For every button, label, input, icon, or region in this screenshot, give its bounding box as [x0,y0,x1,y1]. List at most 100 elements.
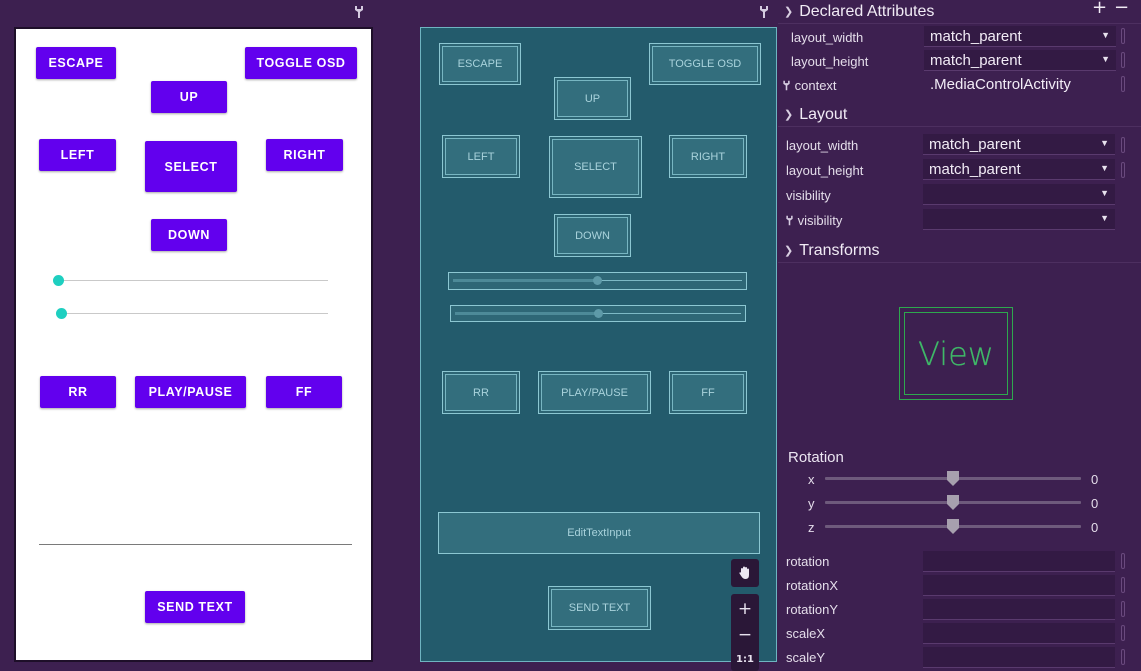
seekbar-thumb[interactable] [56,308,67,319]
attr-scrollbar[interactable] [1121,649,1125,665]
seekbar-track[interactable] [58,280,328,281]
left-button[interactable]: LEFT [39,139,116,171]
toggle-osd-button[interactable]: TOGGLE OSD [649,43,761,85]
text-input[interactable] [39,544,352,545]
attr-name: rotationX [786,578,839,593]
send-text-button[interactable]: SEND TEXT [548,586,651,630]
rotation-value: 0 [1091,496,1099,511]
wrench-icon[interactable] [759,5,769,19]
attr-name: visibility [786,188,831,203]
fast-forward-button[interactable]: FF [669,371,747,414]
escape-button[interactable]: ESCAPE [36,47,116,79]
chevron-down-icon[interactable]: ❯ [784,245,794,257]
seekbar[interactable] [448,272,747,290]
transforms-header[interactable]: ❯ Transforms [778,239,1141,263]
dropdown-arrow-icon: ▼ [1101,54,1110,64]
wrench-icon [783,80,790,91]
attr-name: rotationY [786,602,839,617]
attr-value-dropdown[interactable]: match_parent ▼ [923,134,1115,155]
rotation-x-thumb[interactable] [947,471,959,486]
attr-scrollbar[interactable] [1121,137,1125,153]
attr-scrollbar[interactable] [1121,52,1125,68]
rotation-input[interactable] [923,551,1115,572]
send-text-button[interactable]: SEND TEXT [145,591,245,623]
chevron-down-icon[interactable]: ❯ [784,109,794,121]
seekbar-track[interactable] [61,313,328,314]
design-preview[interactable]: ESCAPE TOGGLE OSD UP LEFT SELECT RIGHT D… [14,27,373,662]
attr-name: scaleX [786,626,826,641]
attr-scrollbar[interactable] [1121,162,1125,178]
attr-value[interactable]: .MediaControlActivity [930,76,1071,93]
remove-attribute-button[interactable]: − [1114,0,1130,18]
seekbar-thumb[interactable] [53,275,64,286]
layout-header[interactable]: ❯ Layout [778,103,1141,127]
play-pause-button[interactable]: PLAY/PAUSE [135,376,246,408]
rotation-z-thumb[interactable] [947,519,959,534]
section-title: Declared Attributes [799,2,935,20]
scale-y-input[interactable] [923,647,1115,668]
attr-scrollbar[interactable] [1121,577,1125,593]
attr-name: scaleY [786,650,826,665]
escape-button[interactable]: ESCAPE [439,43,521,85]
attr-value-dropdown[interactable]: match_parent ▼ [924,26,1116,47]
zoom-in-button[interactable]: + [737,599,753,619]
play-pause-button[interactable]: PLAY/PAUSE [538,371,651,414]
blueprint-preview[interactable]: ESCAPE TOGGLE OSD UP LEFT SELECT RIGHT D… [420,27,777,662]
down-button[interactable]: DOWN [554,214,631,257]
pan-hand-icon[interactable] [731,559,759,587]
wrench-icon[interactable] [354,5,364,19]
dropdown-arrow-icon: ▼ [1100,188,1109,198]
right-button[interactable]: RIGHT [669,135,747,178]
attr-name-context: context [782,78,837,93]
wrench-icon [786,215,793,226]
attr-name: layout_width [786,138,859,153]
section-title: Layout [799,105,848,123]
transform-preview: View [899,307,1013,400]
attr-scrollbar[interactable] [1121,76,1125,92]
rotation-axis-label: x [808,472,815,487]
attr-scrollbar[interactable] [1121,553,1125,569]
attr-value-dropdown[interactable]: ▼ [923,184,1115,205]
zoom-out-button[interactable]: − [737,625,753,645]
dropdown-arrow-icon: ▼ [1100,138,1109,148]
attr-name: rotation [786,554,830,569]
attr-value-dropdown[interactable]: match_parent ▼ [924,50,1116,71]
rotation-value: 0 [1091,520,1099,535]
attr-scrollbar[interactable] [1121,625,1125,641]
chevron-down-icon[interactable]: ❯ [784,6,794,18]
seekbar[interactable] [450,305,746,322]
rotation-axis-label: z [808,520,815,535]
attr-value-dropdown[interactable]: match_parent ▼ [923,159,1115,180]
right-button[interactable]: RIGHT [266,139,343,171]
rewind-button[interactable]: RR [40,376,116,408]
toggle-osd-button[interactable]: TOGGLE OSD [245,47,357,79]
seekbar-progress [455,312,598,315]
attr-scrollbar[interactable] [1121,601,1125,617]
down-button[interactable]: DOWN [151,219,227,251]
attr-name: layout_height [786,163,864,178]
attr-name-visibility-tools: visibility [785,213,842,228]
attr-value-dropdown[interactable]: ▼ [923,209,1115,230]
dropdown-arrow-icon: ▼ [1101,30,1110,40]
rewind-button[interactable]: RR [442,371,520,414]
seekbar-progress [453,279,598,282]
select-button[interactable]: SELECT [145,141,237,192]
attr-scrollbar[interactable] [1121,28,1125,44]
fast-forward-button[interactable]: FF [266,376,342,408]
scale-x-input[interactable] [923,623,1115,644]
up-button[interactable]: UP [151,81,227,113]
select-button[interactable]: SELECT [549,136,642,198]
zoom-1to1-button[interactable]: 1:1 [736,653,754,665]
rotation-y-input[interactable] [923,599,1115,620]
up-button[interactable]: UP [554,77,631,120]
edit-text-input[interactable]: EditTextInput [438,512,760,554]
left-button[interactable]: LEFT [442,135,520,178]
rotation-x-input[interactable] [923,575,1115,596]
add-attribute-button[interactable]: + [1092,0,1108,18]
dropdown-arrow-icon: ▼ [1100,213,1109,223]
seekbar-thumb[interactable] [593,276,602,285]
declared-attributes-header[interactable]: ❯ Declared Attributes [778,0,1141,24]
rotation-title: Rotation [788,449,844,466]
rotation-y-thumb[interactable] [947,495,959,510]
seekbar-thumb[interactable] [593,309,603,318]
